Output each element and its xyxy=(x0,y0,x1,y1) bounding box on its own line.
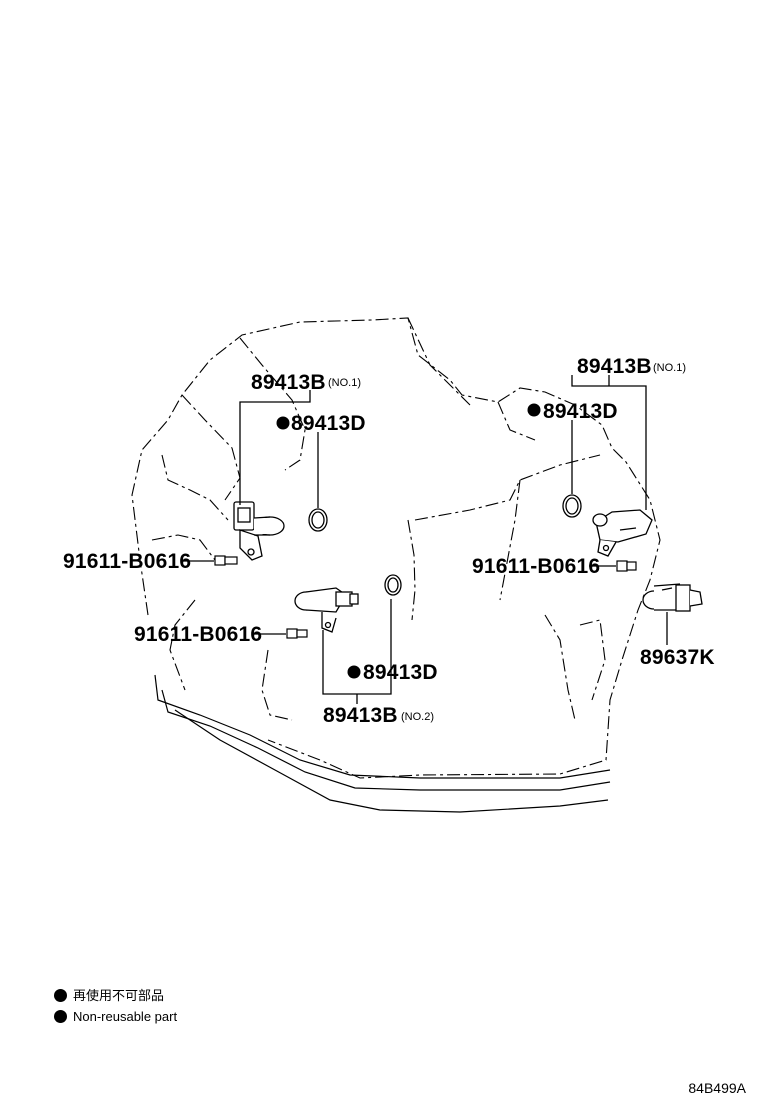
label-sensor-left-note: (NO.1) xyxy=(328,377,361,389)
bolt-left-drawing xyxy=(214,555,238,566)
label-bolt-middle: 91611-B0616 xyxy=(134,623,262,646)
illustration-code: 84B499A xyxy=(688,1080,746,1096)
legend: 再使用不可部品 Non-reusable part xyxy=(54,985,177,1027)
non-reusable-dot-middle xyxy=(347,665,361,679)
sensor-middle-drawing xyxy=(294,587,359,633)
leader-lines xyxy=(183,375,668,704)
non-reusable-dot-icon xyxy=(54,1010,67,1023)
transmission-case-outline xyxy=(131,317,661,779)
legend-text-japanese: 再使用不可部品 xyxy=(73,988,165,1003)
oring-right-drawing xyxy=(562,494,582,518)
bolt-middle-drawing xyxy=(286,628,308,639)
oring-middle-drawing xyxy=(384,574,402,596)
label-oring-middle: 89413D xyxy=(363,661,438,684)
non-reusable-dot-icon xyxy=(54,989,67,1002)
label-oring-left: 89413D xyxy=(291,412,366,435)
sensor-left-drawing xyxy=(233,501,285,561)
label-sensor-left: 89413B xyxy=(251,371,326,394)
legend-text-english: Non-reusable part xyxy=(73,1009,178,1024)
label-sensor-middle: 89413B xyxy=(323,704,398,727)
legend-row-japanese: 再使用不可部品 xyxy=(54,985,177,1006)
non-reusable-dot-right xyxy=(527,403,541,417)
label-oring-right: 89413D xyxy=(543,400,618,423)
label-speed-sensor: 89637K xyxy=(640,646,715,669)
sensor-right-drawing xyxy=(592,509,653,557)
label-bolt-left: 91611-B0616 xyxy=(63,550,191,573)
oil-pan-outline xyxy=(154,674,611,813)
label-sensor-right-note: (NO.1) xyxy=(653,362,686,374)
non-reusable-dot-left xyxy=(276,416,290,430)
oring-left-drawing xyxy=(308,508,328,532)
label-sensor-middle-note: (NO.2) xyxy=(401,711,434,723)
label-bolt-right: 91611-B0616 xyxy=(472,555,600,578)
non-reusable-markers xyxy=(276,403,541,679)
legend-row-english: Non-reusable part xyxy=(54,1006,177,1027)
label-sensor-right: 89413B xyxy=(577,355,652,378)
bolt-right-drawing xyxy=(616,560,637,572)
speed-sensor-drawing xyxy=(642,583,703,612)
